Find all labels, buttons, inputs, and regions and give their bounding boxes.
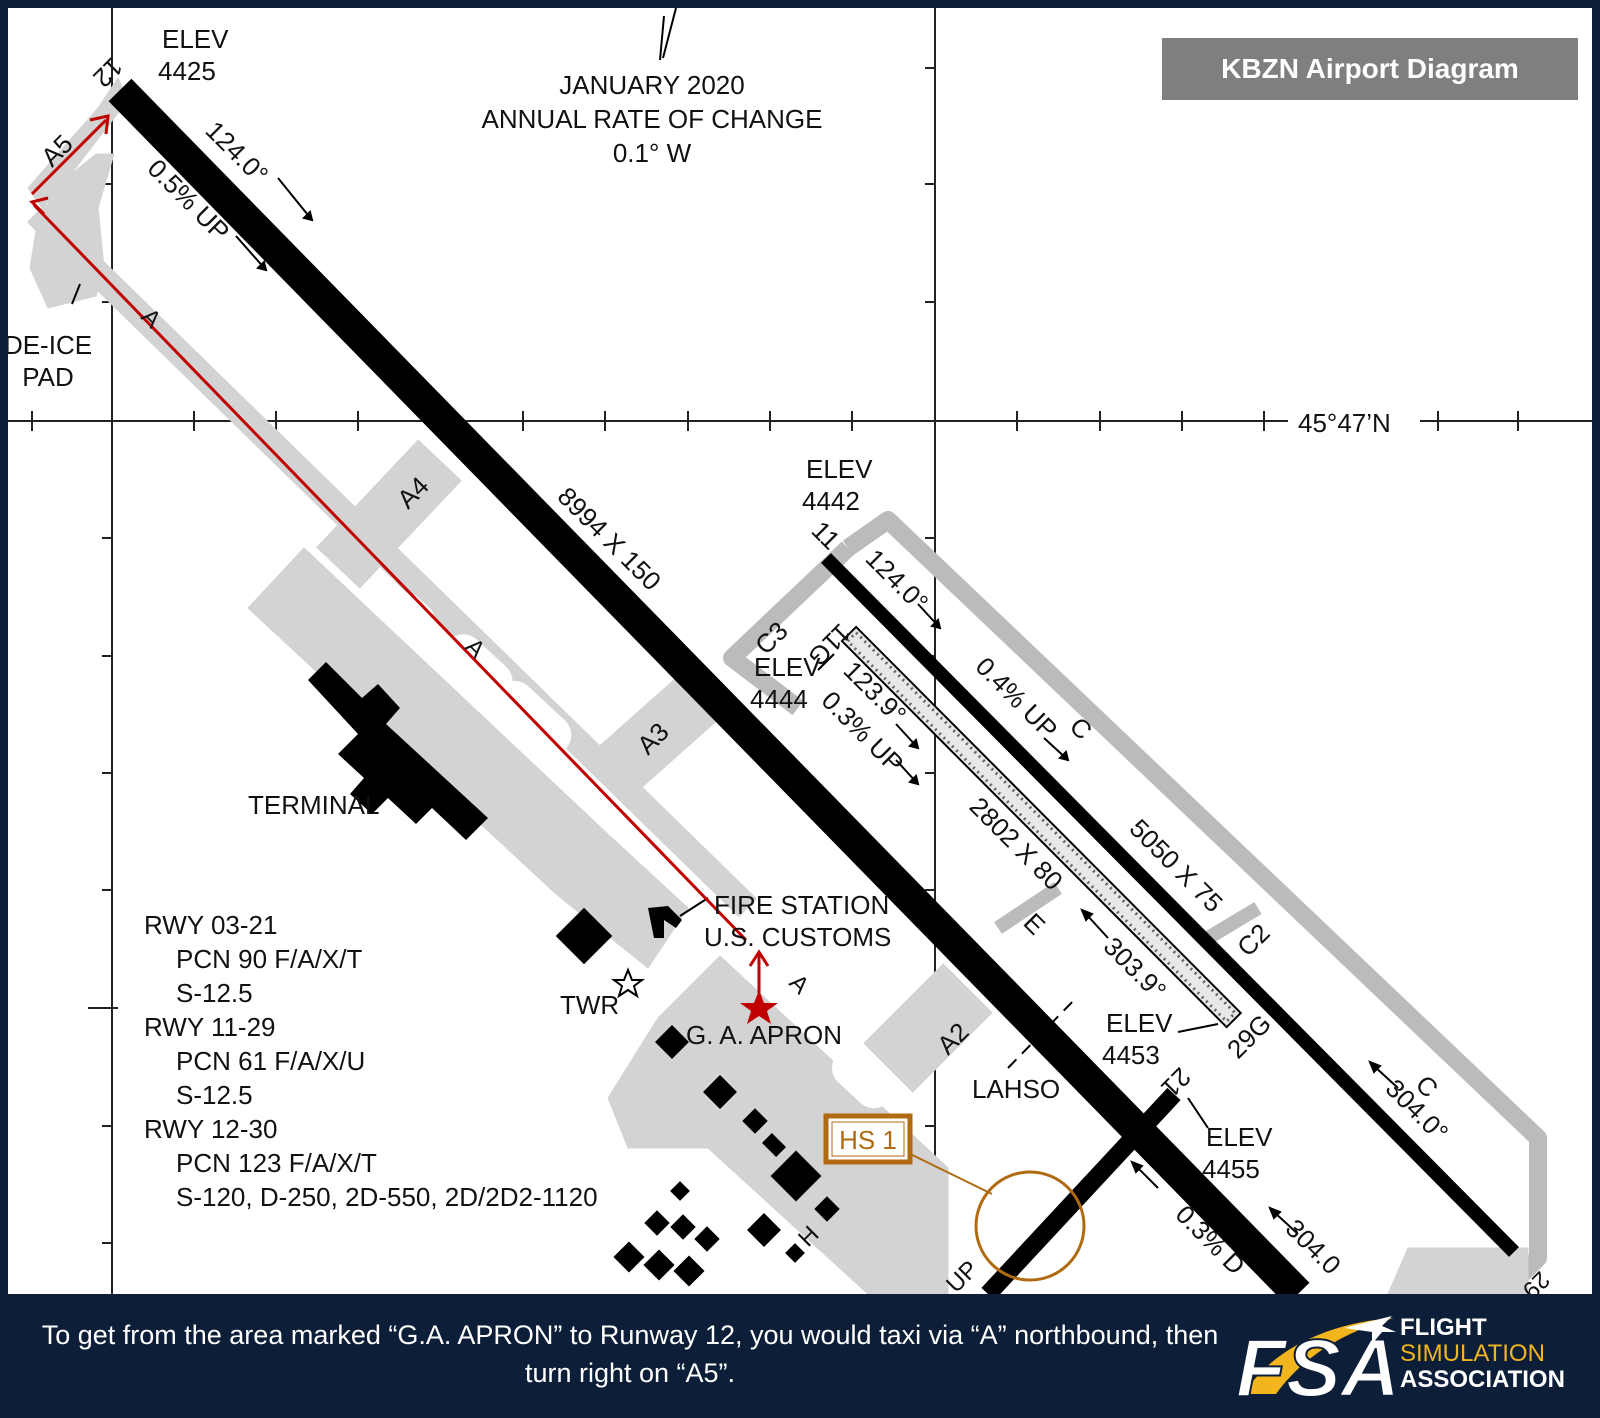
- taxiway-a-apron-label: A: [784, 969, 814, 999]
- taxiway-a4: [316, 439, 462, 589]
- elev-29g-label: ELEV: [1106, 1008, 1173, 1038]
- hotspot-label: HS 1: [839, 1125, 897, 1155]
- pcn-rwy-3: RWY 12-30: [144, 1114, 277, 1144]
- mag-var-line-3: 0.1° W: [613, 138, 692, 168]
- fsa-logo-icon: FSA: [1235, 1316, 1401, 1415]
- pcn-value-3: PCN 123 F/A/X/T: [176, 1148, 377, 1178]
- logo-line-1: FLIGHT: [1400, 1314, 1487, 1341]
- terminal-label: TERMINAL: [248, 790, 379, 820]
- elev-11g-value: 4444: [750, 684, 808, 714]
- deice-label-1: DE-ICE: [8, 330, 92, 360]
- runway-11g-29g: [840, 625, 1243, 1029]
- pcn-value-1: PCN 90 F/A/X/T: [176, 944, 362, 974]
- taxiway-e: [994, 882, 1062, 934]
- elev-21-value: 4455: [1202, 1154, 1260, 1184]
- runway-12-30: [108, 78, 1310, 1294]
- mag-var-line-2: ANNUAL RATE OF CHANGE: [482, 104, 823, 134]
- pcn-rwy-2: RWY 11-29: [144, 1012, 276, 1042]
- ga-apron-star-icon: [740, 990, 778, 1024]
- pcn-s-1: S-12.5: [176, 978, 253, 1008]
- lahso-line: [1007, 997, 1077, 1069]
- hotspot-leader: [897, 1147, 993, 1195]
- fire-station-label: FIRE STATION: [714, 890, 889, 920]
- direction-arrows: [71, 177, 1399, 1235]
- apron-cutouts: [389, 592, 894, 1109]
- elev-12-label: ELEV: [162, 24, 229, 54]
- airport-diagram-svg: ELEV 4425 JANUARY 2020 ANNUAL RATE OF CH…: [8, 8, 1592, 1294]
- taxi-route: [29, 114, 770, 993]
- mag-var-line-1: JANUARY 2020: [559, 70, 744, 100]
- elev-11-label: ELEV: [806, 454, 873, 484]
- apron-right: [1387, 1247, 1529, 1294]
- runway-12-number: 12: [87, 52, 129, 94]
- taxiway-c-west: [723, 541, 855, 716]
- pcn-block: RWY 03-21 PCN 90 F/A/X/T S-12.5 RWY 11-2…: [144, 910, 598, 1212]
- runway-11-29: [821, 553, 1519, 1257]
- elev-11g-label: ELEV: [754, 652, 821, 682]
- deice-label-2: PAD: [22, 362, 74, 392]
- pcn-value-2: PCN 61 F/A/X/U: [176, 1046, 365, 1076]
- elev-11-value: 4442: [802, 486, 860, 516]
- pcn-rwy-1: RWY 03-21: [144, 910, 277, 940]
- tower-label: TWR: [560, 990, 619, 1020]
- runway-03-21: [981, 1087, 1181, 1294]
- elev-29g-value: 4453: [1102, 1040, 1160, 1070]
- pavement: [26, 77, 1547, 1294]
- airport-diagram: ELEV 4425 JANUARY 2020 ANNUAL RATE OF CH…: [8, 8, 1592, 1294]
- customs-label: U.S. CUSTOMS: [704, 922, 891, 952]
- logo-letters: FSA: [1236, 1323, 1400, 1408]
- ga-apron-label: G. A. APRON: [686, 1020, 842, 1050]
- caption-text: To get from the area marked “G.A. APRON”…: [41, 1320, 1219, 1388]
- hotspot-circle: [974, 1170, 1086, 1282]
- diagram-title: KBZN Airport Diagram: [1162, 38, 1578, 100]
- elev-12-value: 4425: [158, 56, 216, 86]
- grid-lines: [8, 8, 1592, 1294]
- lahso-label: LAHSO: [972, 1074, 1060, 1104]
- logo-line-3: ASSOCIATION: [1400, 1366, 1565, 1393]
- fsa-logo: FSA FLIGHT SIMULATION ASSOCIATION: [1232, 1308, 1582, 1416]
- pcn-s-3: S-120, D-250, 2D-550, 2D/2D2-1120: [176, 1182, 598, 1212]
- taxiway-a3: [588, 675, 718, 801]
- ga-apron: [607, 955, 949, 1294]
- taxiway-a2: [863, 963, 993, 1093]
- pcn-s-2: S-12.5: [176, 1080, 253, 1110]
- tower-star-icon: [611, 967, 645, 999]
- taxiway-c2: [1204, 901, 1262, 945]
- hotspot-box: [823, 1113, 913, 1165]
- latitude-label: 45°47’N: [1298, 408, 1391, 438]
- elev-21-label: ELEV: [1206, 1122, 1273, 1152]
- logo-line-2: SIMULATION: [1400, 1340, 1545, 1367]
- terminal-building: [308, 662, 488, 840]
